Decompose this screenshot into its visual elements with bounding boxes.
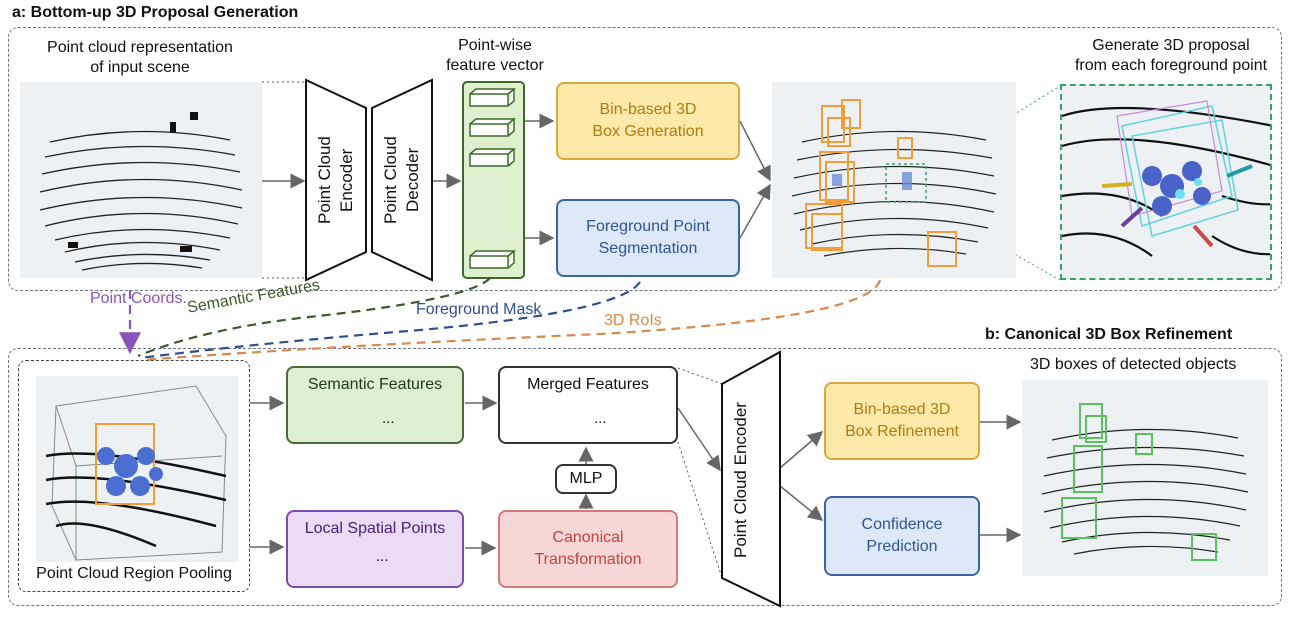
proposal-inset-image (1060, 84, 1272, 280)
merged-features-box: Merged Features (498, 366, 678, 444)
feature-vector-label: Point-wise feature vector (446, 37, 544, 74)
point-coords-label: Point Coords. (90, 290, 187, 307)
proposal-label: Generate 3D proposal from each foregroun… (1074, 37, 1268, 74)
refine-encoder-shape (721, 350, 781, 608)
detected-label: 3D boxes of detected objects (1030, 356, 1237, 373)
input-scene-image (20, 82, 262, 278)
mlp-box: MLP (555, 464, 617, 494)
region-pooling-frame (18, 360, 250, 592)
panel-a (8, 27, 1282, 291)
foreground-mask-label: Foreground Mask (416, 301, 542, 318)
encoder-label: Point Cloud Encoder (315, 136, 356, 224)
panel-b (8, 348, 1282, 606)
point-cloud-label: Point cloud representation of input scen… (47, 39, 233, 76)
proposals-scene-image (772, 82, 1016, 278)
feature-vector-column (462, 81, 525, 279)
detected-scene-image (1022, 380, 1268, 576)
refine-encoder-label: Point Cloud Encoder (731, 402, 750, 558)
panel-a-title: a: Bottom-up 3D Proposal Generation (12, 4, 299, 21)
local-spatial-points-box: Local Spatial Points (286, 510, 464, 588)
decoder-label: Point Cloud Decoder (381, 136, 422, 224)
local-ellipsis: ... (376, 548, 389, 565)
rois-label: 3D RoIs (604, 312, 662, 329)
decoder-shape (371, 78, 433, 282)
semantic-ellipsis: ... (382, 410, 395, 427)
merged-ellipsis: ... (594, 410, 607, 427)
semantic-features-box: Semantic Features (286, 366, 464, 444)
panel-b-title: b: Canonical 3D Box Refinement (985, 326, 1233, 343)
region-pooling-image (36, 376, 238, 562)
region-pooling-label: Point Cloud Region Pooling (36, 565, 232, 582)
encoder-shape (305, 78, 367, 282)
